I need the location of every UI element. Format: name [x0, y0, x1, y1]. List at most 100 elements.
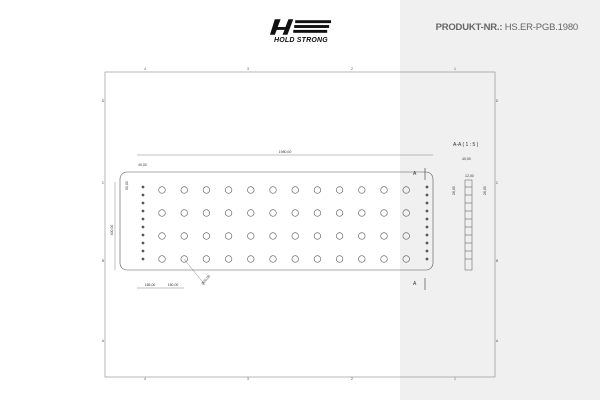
column-marker: 4 [144, 377, 146, 381]
small-hole-left [141, 201, 145, 205]
plate-hole [158, 255, 166, 263]
section-dim-h2: 26,00 [483, 186, 487, 195]
small-hole-left [141, 233, 145, 237]
plate-hole [380, 255, 388, 263]
drawing-frame [104, 71, 496, 378]
column-marker: 4 [144, 67, 146, 71]
dim-hole-diameter: Ø26,00 [201, 274, 211, 285]
small-hole-right [425, 241, 429, 245]
small-hole-left [141, 249, 145, 253]
plate-hole [380, 186, 388, 194]
product-label: PRODUKT-NR.: [435, 22, 503, 33]
hold-strong-logo: HOLD STRONG [266, 17, 336, 49]
small-hole-right [425, 201, 429, 205]
small-hole-right [425, 217, 429, 221]
column-marker: 1 [454, 377, 456, 381]
plate-hole [358, 209, 366, 217]
plate-hole [225, 255, 233, 263]
plate-hole [158, 209, 166, 217]
column-marker: 3 [247, 377, 249, 381]
gray-background-panel [400, 0, 600, 400]
product-number-value: HS.ER-PGB.1980 [504, 22, 578, 33]
plate-hole [180, 186, 188, 194]
plate-hole [180, 232, 188, 240]
row-marker: C [496, 181, 499, 185]
plate-hole [269, 232, 277, 240]
section-dim-h1: 26,00 [452, 186, 456, 195]
plate-hole [291, 186, 299, 194]
plate-hole [202, 186, 210, 194]
plate-hole [202, 255, 210, 263]
small-hole-right [425, 193, 429, 197]
small-hole-left [141, 209, 145, 213]
column-marker: 2 [351, 67, 353, 71]
small-hole-right [425, 233, 429, 237]
plate-hole [291, 232, 299, 240]
hole-leader-line [183, 258, 206, 286]
section-holes [465, 186, 472, 260]
small-hole-left [141, 241, 145, 245]
plate-hole [158, 186, 166, 194]
plate-hole [291, 255, 299, 263]
small-hole-right [425, 185, 429, 189]
plate-outline [119, 171, 434, 271]
plate-hole [269, 209, 277, 217]
dim-top: 40,00 [138, 163, 147, 167]
plate-hole [313, 209, 322, 217]
small-hole-left [141, 193, 145, 197]
plate-hole [313, 186, 322, 194]
dim-offset: 165,00 [145, 283, 156, 287]
section-dim-width: 40,00 [462, 157, 471, 161]
section-title: A-A ( 1 : 5 ) [453, 142, 479, 148]
row-marker: D [496, 99, 499, 103]
dim-length: 1980,00 [279, 150, 292, 154]
column-marker: 1 [454, 67, 456, 71]
plate-hole [269, 186, 277, 194]
plate-hole [202, 232, 210, 240]
plate-hole [269, 255, 277, 263]
plate-hole [358, 232, 366, 240]
small-hole-right [425, 257, 429, 261]
plate-hole [402, 232, 410, 240]
plate-hole [225, 186, 233, 194]
small-hole-right [425, 249, 429, 253]
plate-hole [402, 186, 410, 194]
brand-name: HOLD STRONG [274, 37, 328, 44]
small-hole-right [425, 225, 429, 229]
logo-mark-icon [269, 19, 332, 35]
plate-hole [336, 186, 344, 194]
row-marker: B [496, 259, 499, 263]
small-hole-left [141, 225, 145, 229]
dim-pitch: 150,00 [168, 283, 179, 287]
small-hole-right [425, 209, 429, 213]
row-marker: A [102, 339, 105, 343]
dim-height: 400,00 [110, 225, 114, 236]
small-hole-left [141, 185, 145, 189]
plate-hole [336, 232, 344, 240]
plate-hole [202, 209, 210, 217]
plate-hole [402, 255, 410, 263]
plate-hole [336, 255, 344, 263]
plate-hole [358, 186, 366, 194]
dim-edge: 50,00 [125, 181, 129, 190]
section-marker-top: A [413, 171, 417, 177]
row-marker: A [496, 339, 499, 343]
plate-hole [180, 209, 188, 217]
column-marker: 2 [351, 377, 353, 381]
row-marker: C [102, 181, 105, 185]
section-profile [464, 179, 473, 271]
plate-hole [247, 209, 255, 217]
plate-hole [247, 232, 255, 240]
section-marker-bottom: A [413, 281, 417, 287]
plate-hole [313, 255, 322, 263]
plate-holes [141, 185, 429, 263]
plate-hole [180, 255, 188, 263]
plate-hole [402, 209, 410, 217]
plate-hole [380, 209, 388, 217]
row-marker: B [102, 259, 105, 263]
plate-hole [247, 186, 255, 194]
section-dim-slot: 12,00 [465, 174, 474, 178]
plate-hole [225, 209, 233, 217]
